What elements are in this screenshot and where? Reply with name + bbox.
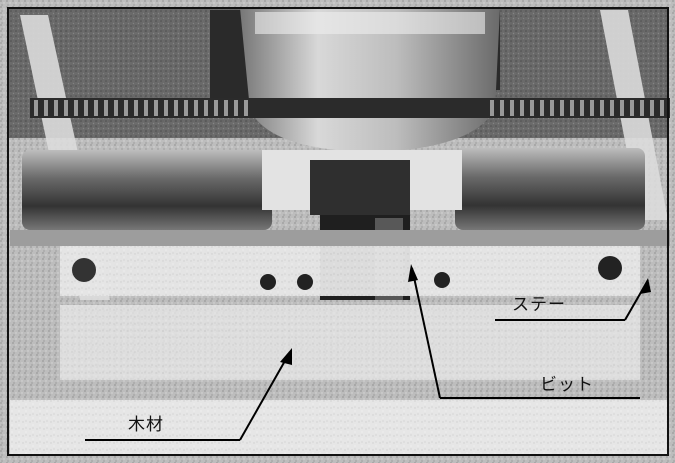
bit-label: ビット [540,375,594,395]
left-cylinder [22,150,272,230]
stay-leader-line [495,278,651,321]
wood-leader-line [85,348,292,441]
right-cylinder [455,148,645,230]
threaded-rod-icon [30,98,670,118]
wood-label: 木材 [128,415,164,435]
stay-label: ステー [512,295,566,315]
stay-plate [60,246,640,296]
bit-leader-line [408,264,640,399]
